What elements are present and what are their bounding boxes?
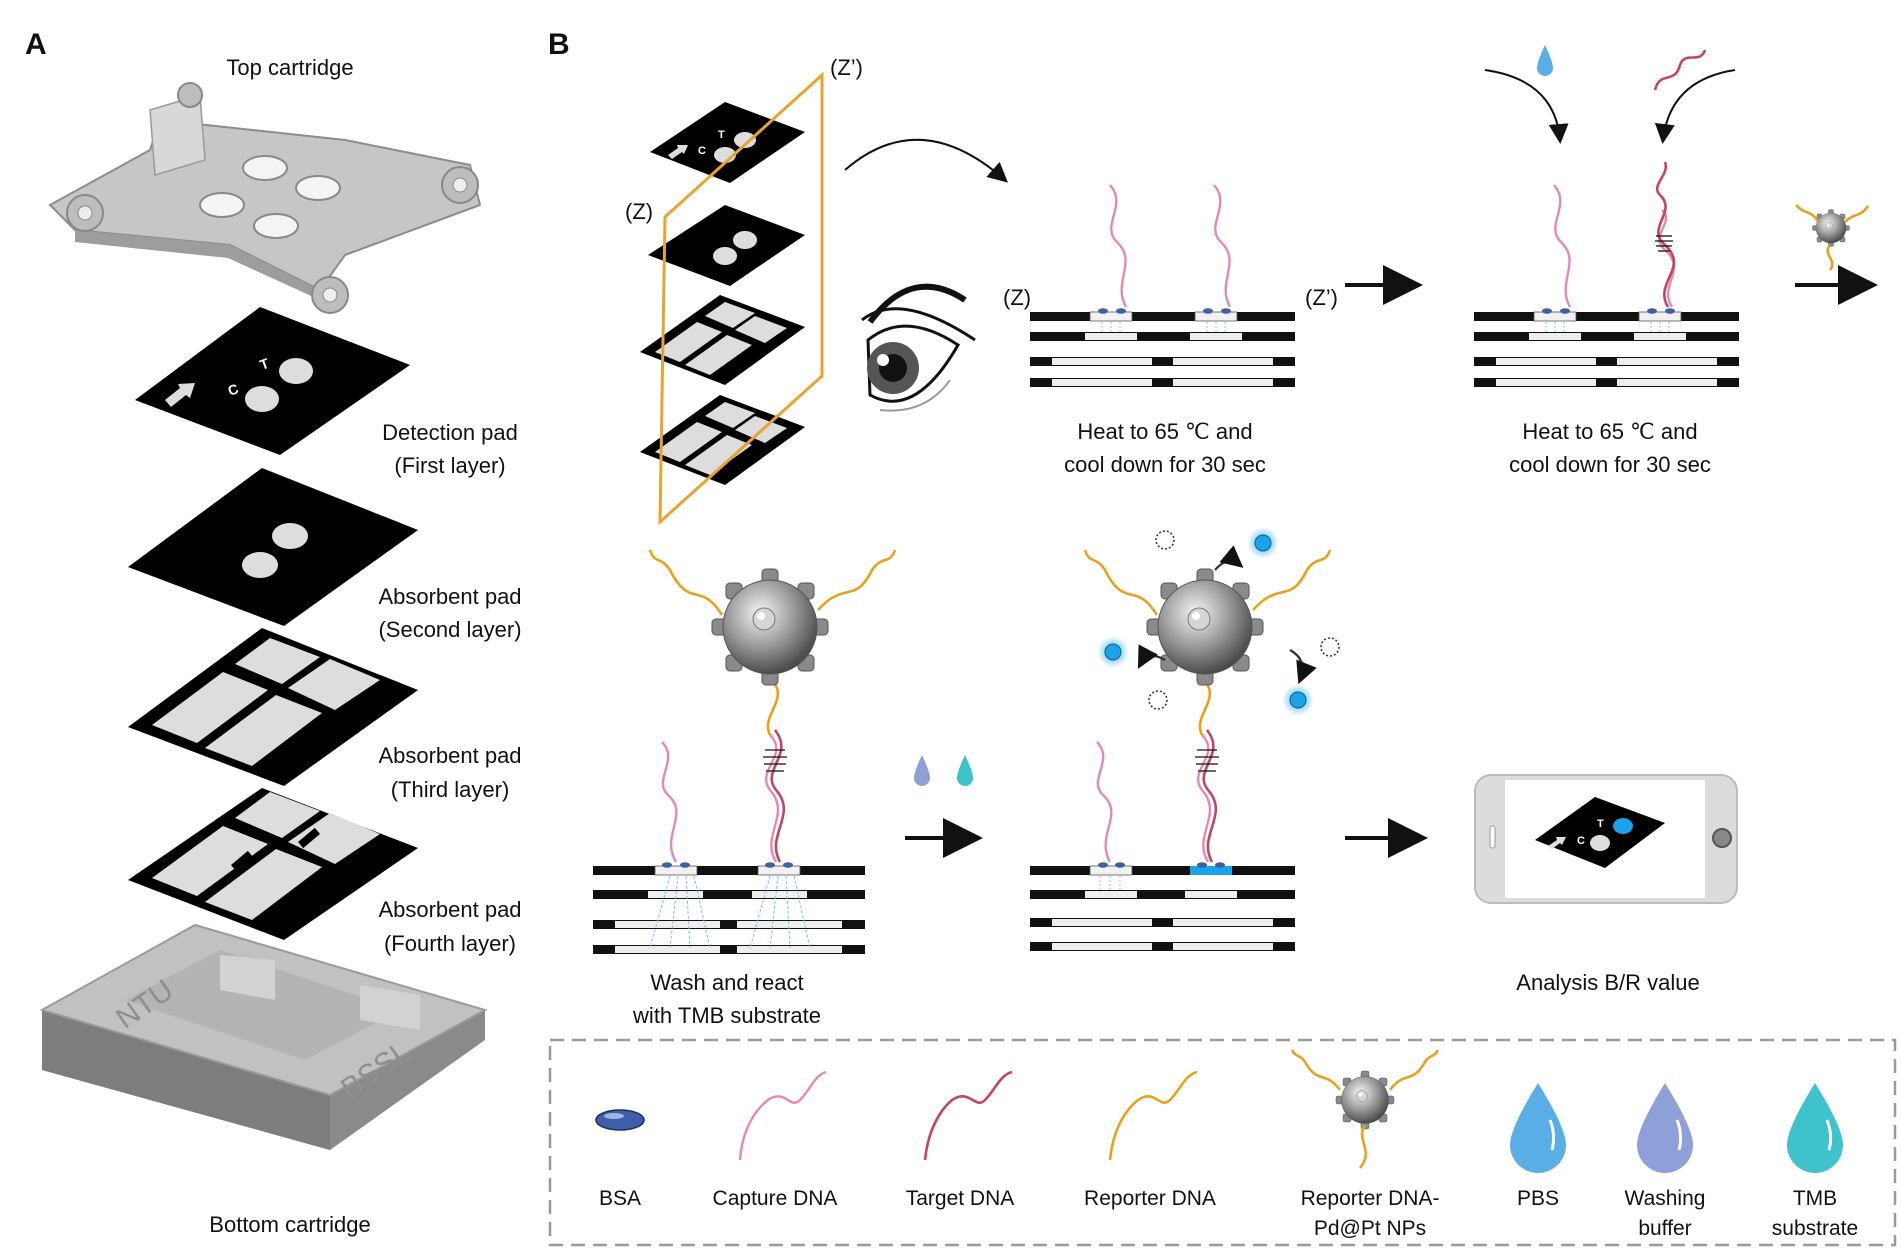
tmb-drop-icon bbox=[957, 755, 973, 786]
smartphone: T C bbox=[1474, 774, 1738, 904]
cross-section-step3 bbox=[593, 549, 897, 954]
plane-label-z-prime: (Z’) bbox=[830, 55, 863, 80]
legend-item-target-dna: Target DNA bbox=[906, 1070, 1015, 1210]
layer1-sub: (First layer) bbox=[394, 453, 505, 478]
mini-letter-t: T bbox=[718, 129, 725, 141]
plane-label-z: (Z) bbox=[625, 199, 653, 224]
step1-line2: cool down for 30 sec bbox=[1064, 452, 1266, 477]
step3-line2: with TMB substrate bbox=[632, 1003, 821, 1028]
detection-pad: T C bbox=[135, 307, 410, 455]
section-label-z-prime: (Z’) bbox=[1305, 285, 1338, 310]
mini-letter-c: C bbox=[698, 145, 706, 157]
phone-letter-c: C bbox=[1577, 835, 1585, 847]
legend-label-tmb-2: substrate bbox=[1772, 1217, 1858, 1240]
section-label-z: (Z) bbox=[1003, 285, 1031, 310]
legend-label-wash-2: buffer bbox=[1638, 1217, 1691, 1240]
layer2-sub: (Second layer) bbox=[378, 617, 521, 642]
absorbent-pad-third bbox=[128, 628, 418, 786]
bottom-cartridge: NTU BSSL bbox=[39, 923, 488, 1150]
step2-line1: Heat to 65 ℃ and bbox=[1522, 419, 1697, 444]
top-cartridge bbox=[48, 82, 482, 314]
step2-line2: cool down for 30 sec bbox=[1509, 452, 1711, 477]
legend-label-pbs: PBS bbox=[1517, 1187, 1559, 1210]
legend-item-reporter-dna: Reporter DNA bbox=[1084, 1070, 1216, 1210]
layer4-name: Absorbent pad bbox=[378, 897, 521, 922]
legend-label-target: Target DNA bbox=[906, 1187, 1015, 1210]
phone-letter-t: T bbox=[1597, 818, 1604, 830]
absorbent-pad-second bbox=[128, 468, 418, 626]
layer2-name: Absorbent pad bbox=[378, 584, 521, 609]
washing-buffer-drop-icon bbox=[914, 755, 930, 786]
target-dna-icon bbox=[1653, 49, 1707, 91]
layer3-sub: (Third layer) bbox=[391, 777, 510, 802]
legend-box bbox=[548, 1038, 1897, 1247]
curved-arrow-icon bbox=[844, 138, 1009, 183]
flow-arrow-icon bbox=[165, 383, 195, 407]
legend-label-reporter: Reporter DNA bbox=[1084, 1187, 1216, 1210]
legend-label-bsa: BSA bbox=[599, 1187, 641, 1210]
legend-item-nanoparticle: Reporter DNA- Pd@Pt NPs bbox=[1290, 1049, 1440, 1240]
legend-item-bsa: BSA bbox=[595, 1109, 645, 1210]
legend-item-pbs: PBS bbox=[1510, 1083, 1566, 1210]
curved-arrow-icon bbox=[1484, 69, 1569, 144]
curved-arrow-icon bbox=[1654, 69, 1736, 144]
legend-label-np-1: Reporter DNA- bbox=[1301, 1187, 1440, 1210]
layer1-name: Detection pad bbox=[382, 420, 518, 445]
cross-section-step4 bbox=[1030, 527, 1340, 951]
legend-label-wash-1: Washing bbox=[1625, 1187, 1706, 1210]
eye-icon bbox=[861, 283, 976, 412]
legend-item-washing-buffer: Washing buffer bbox=[1625, 1083, 1706, 1240]
legend-item-tmb: TMB substrate bbox=[1772, 1083, 1858, 1240]
cross-section-step2 bbox=[1473, 161, 1740, 388]
bottom-cartridge-label: Bottom cartridge bbox=[209, 1212, 370, 1237]
step4-label: Analysis B/R value bbox=[1516, 970, 1699, 995]
cross-section-step1 bbox=[1029, 184, 1296, 388]
small-nanoparticle-icon bbox=[1795, 204, 1870, 271]
exploded-pad-stack: T C bbox=[640, 71, 824, 526]
layer3-name: Absorbent pad bbox=[378, 743, 521, 768]
panel-label-b: B bbox=[548, 28, 570, 61]
legend-label-capture: Capture DNA bbox=[713, 1187, 838, 1210]
step1-line1: Heat to 65 ℃ and bbox=[1077, 419, 1252, 444]
panel-label-a: A bbox=[25, 28, 47, 61]
layer4-sub: (Fourth layer) bbox=[384, 931, 516, 956]
legend-label-tmb-1: TMB bbox=[1793, 1187, 1837, 1210]
absorbent-pad-fourth bbox=[128, 788, 418, 940]
legend-label-np-2: Pd@Pt NPs bbox=[1314, 1217, 1426, 1240]
legend-item-capture-dna: Capture DNA bbox=[713, 1070, 838, 1210]
step3-line1: Wash and react bbox=[650, 970, 803, 995]
top-cartridge-label: Top cartridge bbox=[226, 55, 353, 80]
pbs-drop-icon bbox=[1537, 45, 1553, 76]
